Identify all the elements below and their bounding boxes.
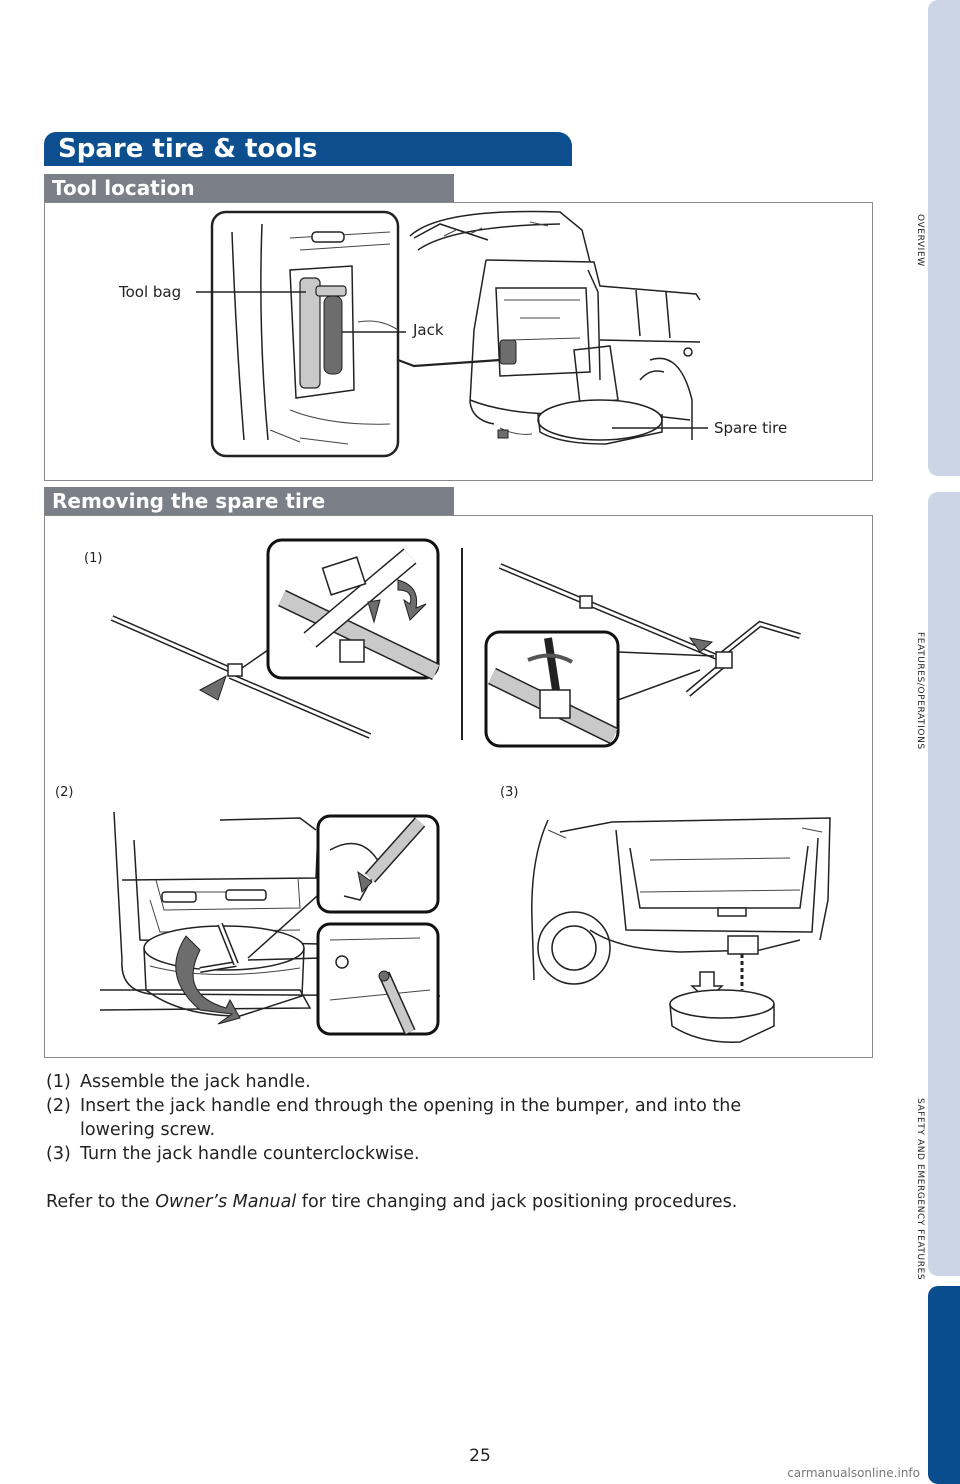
instruction-text: Turn the jack handle counterclockwise.: [80, 1144, 420, 1164]
instruction-text: Insert the jack handle end through the o…: [80, 1096, 742, 1116]
note-prefix: Refer to the: [46, 1192, 156, 1212]
step-label-2: (2): [55, 785, 74, 800]
side-tab-label-features: FEATURES/OPERATIONS: [915, 632, 925, 750]
instructions: (1) Assemble the jack handle. (2) Insert…: [46, 1070, 866, 1214]
removing-heading: Removing the spare tire: [44, 487, 454, 515]
instruction-step-3: (3) Turn the jack handle counterclockwis…: [46, 1142, 866, 1166]
page-title: Spare tire & tools: [44, 132, 572, 166]
side-tab-features[interactable]: [928, 492, 960, 1276]
instruction-text-continued: lowering screw.: [80, 1120, 216, 1140]
callout-jack: Jack: [413, 321, 444, 339]
instruction-step-2-continued: lowering screw.: [46, 1118, 866, 1142]
tool-location-heading: Tool location: [44, 174, 454, 202]
instruction-number: (3): [46, 1144, 71, 1164]
instruction-text: Assemble the jack handle.: [80, 1072, 311, 1092]
note-suffix: for tire changing and jack positioning p…: [296, 1192, 738, 1212]
instruction-step-1: (1) Assemble the jack handle.: [46, 1070, 866, 1094]
side-tab-safety[interactable]: [928, 1286, 960, 1484]
callout-spare-tire: Spare tire: [714, 419, 788, 437]
side-tab-label-overview: OVERVIEW: [915, 214, 925, 267]
note-manual-title: Owner’s Manual: [155, 1192, 297, 1212]
manual-note: Refer to the Owner’s Manual for tire cha…: [46, 1190, 866, 1214]
step-label-1: (1): [84, 551, 103, 566]
tool-location-illustration: [196, 210, 708, 458]
page-number: 25: [469, 1446, 491, 1466]
assembly-illustration: [99, 538, 831, 1043]
instruction-number: (1): [46, 1072, 71, 1092]
watermark: carmanualsonline.info: [787, 1466, 920, 1480]
step-label-3: (3): [500, 785, 519, 800]
callout-tool-bag: Tool bag: [119, 283, 182, 301]
tool-location-panel: [44, 202, 873, 481]
instruction-step-2: (2) Insert the jack handle end through t…: [46, 1094, 866, 1118]
side-tab-label-safety: SAFETY AND EMERGENCY FEATURES: [915, 1098, 925, 1281]
instruction-number: (2): [46, 1096, 71, 1116]
side-tab-overview[interactable]: [928, 0, 960, 476]
